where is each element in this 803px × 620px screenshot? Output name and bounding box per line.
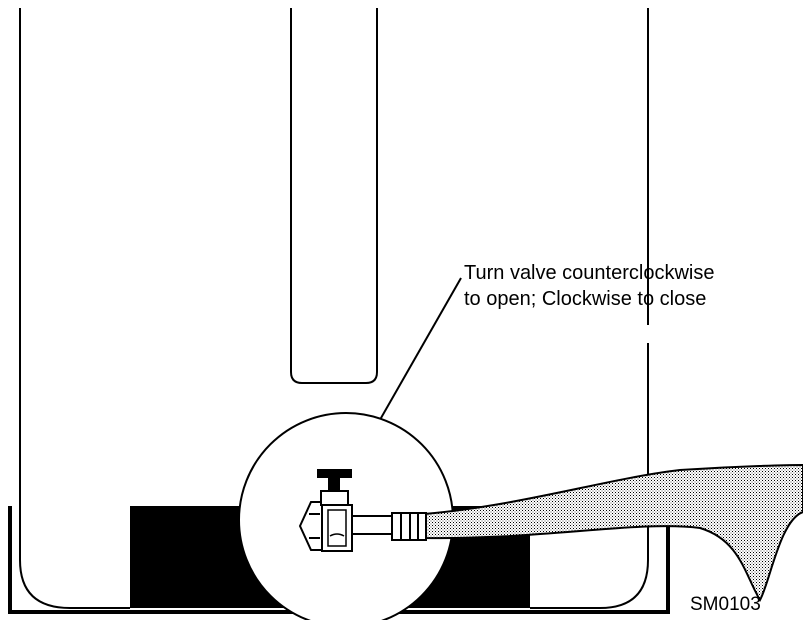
valve-body bbox=[321, 504, 353, 552]
drain-hose bbox=[423, 463, 803, 603]
valve-handle bbox=[317, 469, 352, 506]
figure-id: SM0103 bbox=[690, 594, 761, 615]
callout-line-1: Turn valve counterclockwise bbox=[464, 262, 715, 284]
valve-instruction-callout: Turn valve counterclockwise to open; Clo… bbox=[464, 260, 714, 312]
hose-barb bbox=[391, 512, 427, 541]
inner-column bbox=[290, 8, 378, 384]
callout-line-2: to open; Clockwise to close bbox=[464, 288, 707, 310]
tank-outline bbox=[19, 8, 649, 609]
